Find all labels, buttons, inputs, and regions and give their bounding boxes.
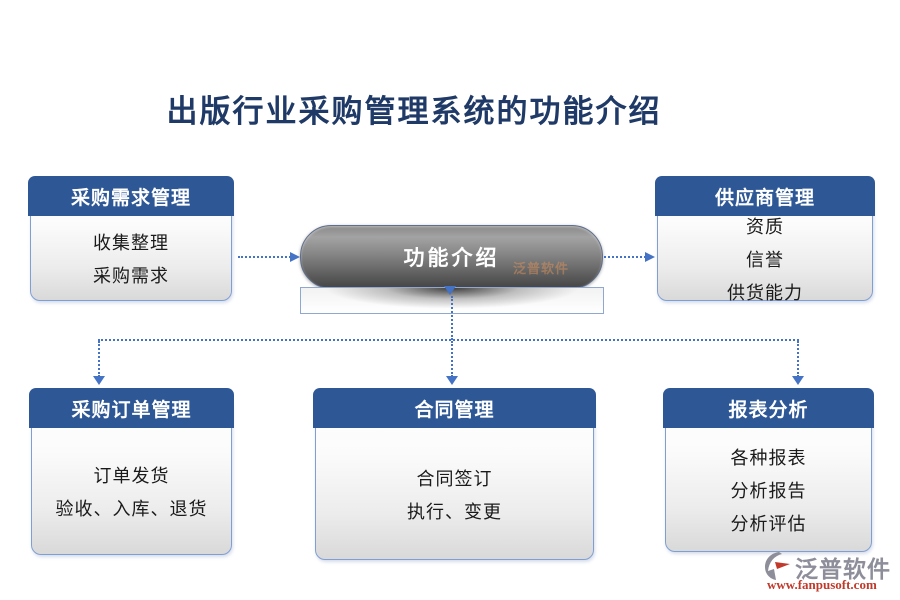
- box-line: 分析报告: [730, 481, 807, 501]
- box-contract-management: 合同管理 合同签订 执行、变更: [313, 388, 596, 560]
- box-line: 收集整理: [93, 233, 169, 253]
- fanpu-logo-website: www.fanpusoft.com: [767, 577, 877, 592]
- center-pill-label: 功能介绍: [403, 247, 500, 270]
- box-content: 资质 信誉 供货能力: [657, 216, 873, 303]
- connector-horizontal-rail: [98, 339, 799, 341]
- box-header: 供应商管理: [655, 176, 875, 216]
- box-header: 合同管理: [313, 388, 596, 428]
- pill-watermark: 泛普软件: [513, 261, 570, 276]
- box-line: 各种报表: [730, 448, 807, 468]
- box-line: 信誉: [746, 249, 784, 270]
- box-content: 收集整理 采购需求: [30, 216, 232, 301]
- box-header: 报表分析: [663, 388, 874, 428]
- box-line: 订单发货: [93, 466, 170, 486]
- box-line: 验收、入库、退货: [55, 499, 208, 519]
- arrowhead-down-icon: [792, 376, 804, 385]
- box-line: 合同签订: [416, 468, 493, 489]
- box-line: 资质: [746, 216, 784, 237]
- box-header: 采购需求管理: [28, 176, 234, 216]
- arrowhead-down-icon: [446, 376, 458, 385]
- box-content: 订单发货 验收、入库、退货: [31, 428, 232, 555]
- connector-center-down: [451, 296, 453, 340]
- connector-center-to-supplier: [604, 256, 646, 258]
- box-purchase-order-management: 采购订单管理 订单发货 验收、入库、退货: [29, 388, 234, 555]
- box-line: 供货能力: [727, 282, 803, 303]
- arrowhead-right-icon: [290, 252, 300, 262]
- box-line: 分析评估: [730, 514, 807, 534]
- box-supplier-management: 供应商管理 资质 信誉 供货能力: [655, 176, 875, 303]
- connector-to-contract: [451, 341, 453, 377]
- box-header: 采购订单管理: [29, 388, 234, 428]
- box-line: 执行、变更: [407, 501, 502, 522]
- center-pill-function-intro: 功能介绍 泛普软件: [300, 225, 603, 289]
- connector-to-purchase-order: [98, 341, 100, 377]
- arrowhead-down-icon: [444, 286, 456, 295]
- arrowhead-right-icon: [645, 252, 655, 262]
- arrowhead-down-icon: [93, 376, 105, 385]
- box-report-analysis: 报表分析 各种报表 分析报告 分析评估: [663, 388, 874, 552]
- connector-demand-to-center: [238, 256, 291, 258]
- page-title: 出版行业采购管理系统的功能介绍: [166, 94, 662, 129]
- fanpu-logo-brand-text: 泛普软件: [795, 556, 891, 582]
- box-content: 各种报表 分析报告 分析评估: [665, 428, 872, 552]
- box-content: 合同签订 执行、变更: [315, 428, 594, 560]
- box-purchase-demand-management: 采购需求管理 收集整理 采购需求: [28, 176, 234, 301]
- connector-to-report: [797, 341, 799, 377]
- box-line: 采购需求: [93, 266, 169, 286]
- fanpu-logo-icon: [765, 552, 790, 580]
- fanpu-logo: 泛普软件 www.fanpusoft.com: [765, 550, 895, 595]
